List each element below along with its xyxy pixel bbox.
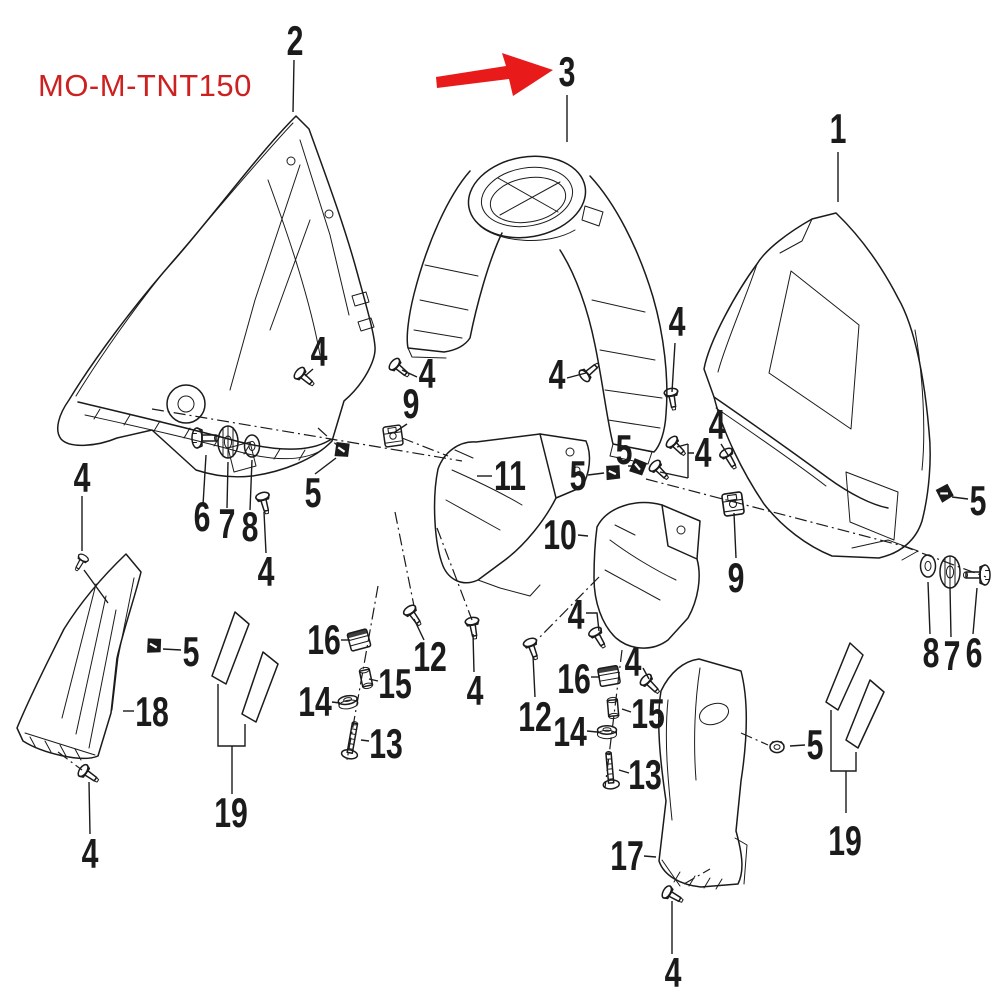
part-callout-5: 5 <box>616 426 633 473</box>
part-12-screw-left <box>401 602 427 630</box>
part-callout-15: 15 <box>378 660 412 707</box>
part-callout-9: 9 <box>403 380 420 427</box>
part-16-damper-right <box>596 664 622 688</box>
part-callout-5: 5 <box>807 721 824 768</box>
part-callout-5: 5 <box>570 452 587 499</box>
part-callout-10: 10 <box>543 511 577 558</box>
part-callout-12: 12 <box>413 633 447 680</box>
part-1-right-front-fairing <box>703 212 931 561</box>
part-callout-8: 8 <box>242 503 259 550</box>
diagram-code: MO-M-TNT150 <box>38 68 252 103</box>
part-14-washer-right <box>596 725 618 740</box>
part-callout-4: 4 <box>82 830 99 877</box>
red-pointer-arrow <box>436 53 553 96</box>
part-3-center-cover <box>406 155 668 465</box>
part-callout-16: 16 <box>557 655 591 702</box>
part-callout-4: 4 <box>549 351 566 398</box>
part-4-screw <box>646 457 674 485</box>
part-callout-11: 11 <box>494 452 526 499</box>
part-callout-15: 15 <box>631 690 665 737</box>
part-4-screw <box>659 883 687 908</box>
part-callout-2: 2 <box>287 17 304 64</box>
part-callout-4: 4 <box>467 667 484 714</box>
part-callout-16: 16 <box>307 616 341 663</box>
part-13-bolt-left <box>340 719 364 761</box>
part-callout-17: 17 <box>610 832 644 879</box>
part-callout-5: 5 <box>305 469 322 516</box>
part-19-decal-set-left <box>211 611 279 723</box>
part-13-bolt-right <box>599 750 621 791</box>
part-6-bolt-right <box>962 564 991 586</box>
part-2-left-front-fairing <box>57 115 376 478</box>
part-16-damper-left <box>346 627 372 653</box>
part-callout-5: 5 <box>183 628 200 675</box>
part-callout-14: 14 <box>298 678 332 725</box>
part-callout-12: 12 <box>518 693 552 740</box>
part-callout-4: 4 <box>669 298 686 345</box>
part-callout-7: 7 <box>219 500 236 547</box>
part-callout-13: 13 <box>369 720 403 767</box>
part-18-left-side-panel <box>16 553 142 761</box>
assembly-axes <box>57 408 987 885</box>
part-callout-6: 6 <box>194 493 211 540</box>
part-callout-4: 4 <box>258 548 275 595</box>
part-14-washer-left <box>336 693 360 711</box>
part-callout-4: 4 <box>625 638 642 685</box>
part-11-front-bracket-left <box>433 433 591 597</box>
part-callout-14: 14 <box>553 708 587 755</box>
part-19-decal-set-right <box>825 642 885 749</box>
part-callout-4: 4 <box>568 591 585 638</box>
part-callout-3: 3 <box>559 48 576 95</box>
part-callout-4: 4 <box>695 429 712 476</box>
part-callout-5: 5 <box>970 477 987 524</box>
part-7-bushing-left <box>217 425 239 459</box>
part-4-screw <box>663 433 691 461</box>
part-5-clip <box>143 634 166 658</box>
leader-lines <box>81 59 978 954</box>
part-callout-13: 13 <box>628 751 662 798</box>
part-callout-4: 4 <box>709 401 726 448</box>
part-15-spacer-right <box>606 696 620 720</box>
part-callout-4: 4 <box>419 350 436 397</box>
part-callout-7: 7 <box>944 632 961 679</box>
part-17-right-side-panel <box>658 658 748 890</box>
part-callout-19: 19 <box>828 817 862 864</box>
part-callout-4: 4 <box>665 949 682 996</box>
part-callout-8: 8 <box>923 629 940 676</box>
part-callout-9: 9 <box>728 554 745 601</box>
part-4-screw <box>70 552 91 574</box>
part-callout-1: 1 <box>830 105 847 152</box>
part-callout-4: 4 <box>74 454 91 501</box>
part-callout-19: 19 <box>214 789 248 836</box>
part-8-washer-right <box>919 554 937 578</box>
part-callout-6: 6 <box>966 629 983 676</box>
part-5-nut <box>769 740 785 754</box>
part-4-screw <box>386 355 414 382</box>
part-10-front-bracket-right <box>593 501 701 649</box>
part-callout-18: 18 <box>135 688 169 735</box>
part-5-clip <box>933 481 956 505</box>
part-callout-4: 4 <box>311 328 328 375</box>
